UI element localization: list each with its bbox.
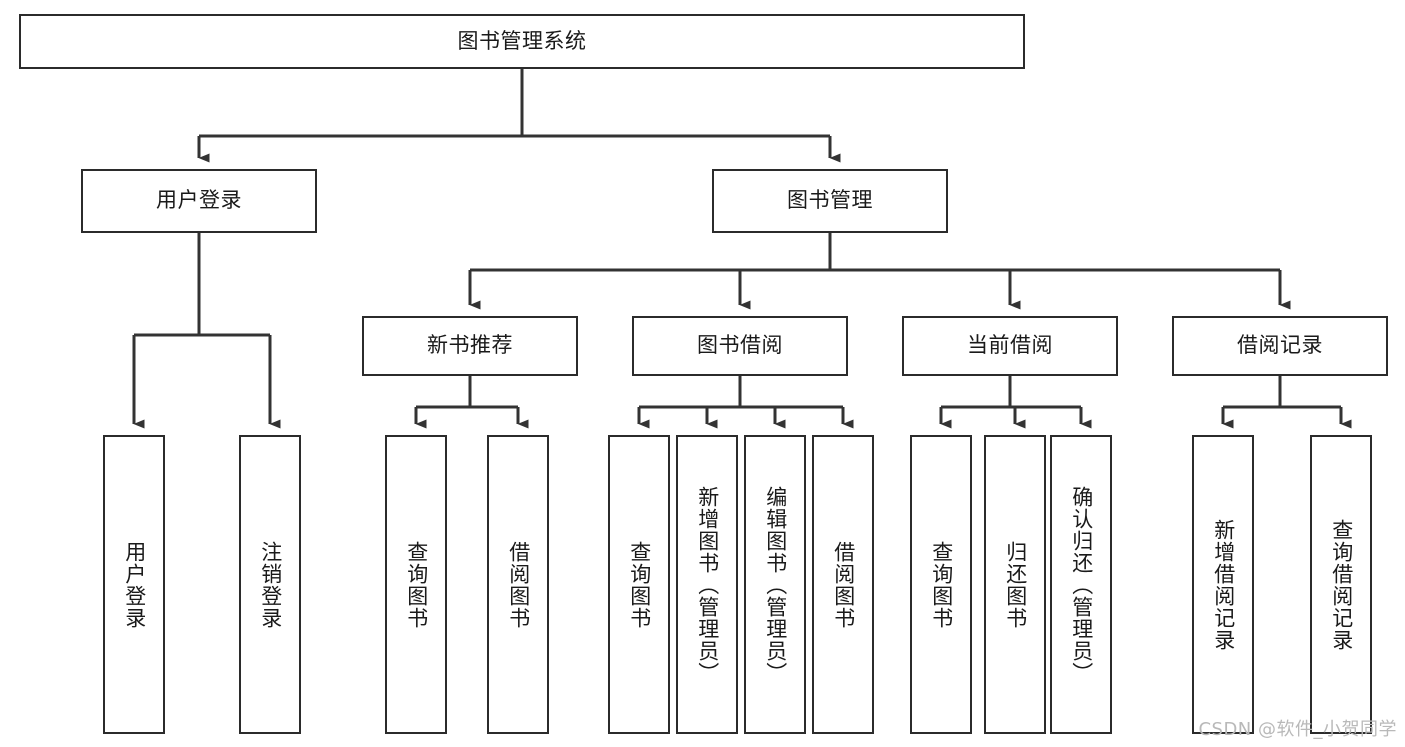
- node-leaf-borrow-book-2-label: 借阅图书: [831, 540, 856, 629]
- node-leaf-query-book-1-label: 查询图书: [404, 540, 429, 629]
- node-borrow-record-label: 借阅记录: [1237, 333, 1323, 358]
- node-leaf-query-record-label: 查询借阅记录: [1329, 518, 1354, 651]
- node-leaf-edit-book-label: 编辑图书（管理员）: [763, 485, 788, 684]
- node-book-manage-label: 图书管理: [787, 188, 873, 213]
- node-leaf-user-login[interactable]: 用户登录: [103, 435, 165, 734]
- node-leaf-add-book[interactable]: 新增图书（管理员）: [676, 435, 738, 734]
- node-leaf-confirm-return[interactable]: 确认归还（管理员）: [1050, 435, 1112, 734]
- node-leaf-query-book-3-label: 查询图书: [929, 540, 954, 629]
- node-root-label: 图书管理系统: [457, 28, 587, 53]
- node-leaf-query-book-1[interactable]: 查询图书: [385, 435, 447, 734]
- node-leaf-borrow-book-2[interactable]: 借阅图书: [812, 435, 874, 734]
- node-leaf-query-record[interactable]: 查询借阅记录: [1310, 435, 1372, 734]
- node-book-borrow-label: 图书借阅: [697, 333, 783, 358]
- node-leaf-add-book-label: 新增图书（管理员）: [695, 485, 720, 684]
- node-leaf-user-login-label: 用户登录: [122, 540, 147, 629]
- node-root[interactable]: 图书管理系统: [19, 14, 1025, 69]
- node-leaf-user-logout[interactable]: 注销登录: [239, 435, 301, 734]
- node-leaf-borrow-book-1-label: 借阅图书: [506, 540, 531, 629]
- node-book-manage[interactable]: 图书管理: [712, 169, 948, 233]
- node-current-borrow[interactable]: 当前借阅: [902, 316, 1118, 376]
- node-borrow-record[interactable]: 借阅记录: [1172, 316, 1388, 376]
- node-leaf-return-book-label: 归还图书: [1003, 540, 1028, 629]
- node-user-login[interactable]: 用户登录: [81, 169, 317, 233]
- node-leaf-query-book-3[interactable]: 查询图书: [910, 435, 972, 734]
- node-new-book-recommend-label: 新书推荐: [427, 333, 513, 358]
- watermark-text: CSDN @软件_小贺同学: [1198, 719, 1397, 740]
- node-leaf-user-logout-label: 注销登录: [258, 540, 283, 629]
- node-leaf-query-book-2-label: 查询图书: [627, 540, 652, 629]
- node-leaf-add-record-label: 新增借阅记录: [1211, 518, 1236, 651]
- node-new-book-recommend[interactable]: 新书推荐: [362, 316, 578, 376]
- node-leaf-return-book[interactable]: 归还图书: [984, 435, 1046, 734]
- node-leaf-borrow-book-1[interactable]: 借阅图书: [487, 435, 549, 734]
- node-current-borrow-label: 当前借阅: [967, 333, 1053, 358]
- node-leaf-confirm-return-label: 确认归还（管理员）: [1069, 485, 1094, 684]
- node-leaf-edit-book[interactable]: 编辑图书（管理员）: [744, 435, 806, 734]
- node-leaf-add-record[interactable]: 新增借阅记录: [1192, 435, 1254, 734]
- node-book-borrow[interactable]: 图书借阅: [632, 316, 848, 376]
- node-user-login-label: 用户登录: [156, 188, 242, 213]
- node-leaf-query-book-2[interactable]: 查询图书: [608, 435, 670, 734]
